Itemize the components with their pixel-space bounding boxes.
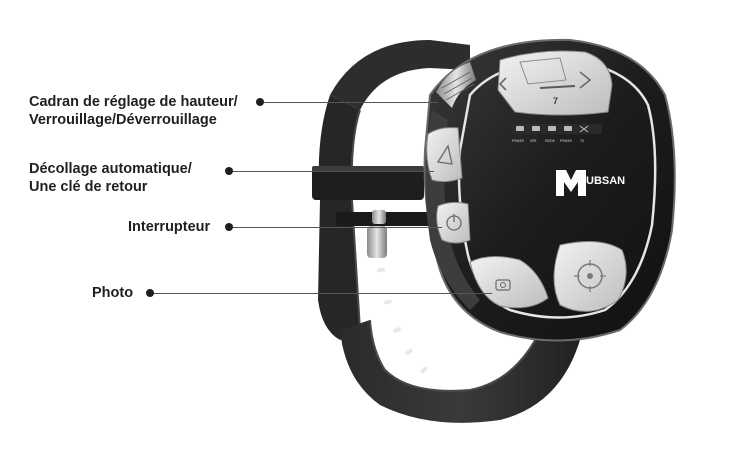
callout-photo-line-1: Photo	[92, 285, 134, 301]
leader-line-photo	[152, 293, 492, 294]
leader-line-switch	[230, 227, 442, 228]
callout-takeoff-return: Décollage automatique/ Une clé de retour	[29, 160, 192, 196]
callout-takeoff-line-2: Une clé de retour	[29, 179, 148, 195]
callout-dot-switch	[225, 223, 233, 231]
camera-icon	[495, 279, 511, 291]
altitude-dial[interactable]	[436, 62, 476, 108]
indicator-row: POWER GPS MODE POWER TX	[512, 124, 602, 143]
leader-line-altitude	[262, 102, 438, 103]
callout-switch-line-1: Interrupteur	[128, 219, 211, 235]
indicator-label-3: MODE	[545, 139, 555, 143]
brand-logo-text: UBSAN	[586, 175, 625, 187]
controller-body: 7 POWER GPS MODE POWER TX UBSAN	[423, 38, 676, 342]
callout-power-switch: Interrupteur	[128, 218, 210, 236]
takeoff-return-button[interactable]	[426, 127, 463, 183]
photo-button[interactable]	[469, 256, 549, 309]
watch-strap	[312, 40, 580, 423]
callout-dot-takeoff	[225, 167, 233, 175]
indicator-label-4: POWER	[560, 139, 573, 143]
target-button[interactable]	[553, 241, 627, 312]
indicator-label-5: TX	[579, 139, 585, 143]
callout-altitude-line-2: Verrouillage/Déverrouillage	[29, 112, 217, 128]
altitude-dial-icon	[436, 62, 476, 108]
callout-dot-photo	[146, 289, 154, 297]
keypad-digit: 7	[553, 96, 558, 106]
callout-altitude-line-1: Cadran de réglage de hauteur/	[29, 94, 238, 110]
brand-logo: UBSAN	[556, 170, 625, 196]
callout-takeoff-line-1: Décollage automatique/	[29, 161, 192, 177]
power-switch-button[interactable]	[436, 201, 471, 244]
indicator-label-1: POWER	[512, 139, 525, 143]
callout-photo: Photo	[92, 284, 133, 302]
callout-altitude-dial: Cadran de réglage de hauteur/ Verrouilla…	[29, 93, 238, 129]
leader-line-takeoff	[230, 171, 434, 172]
callout-dot-altitude	[256, 98, 264, 106]
takeoff-return-icon	[436, 144, 453, 165]
indicator-label-2: GPS	[530, 139, 536, 143]
